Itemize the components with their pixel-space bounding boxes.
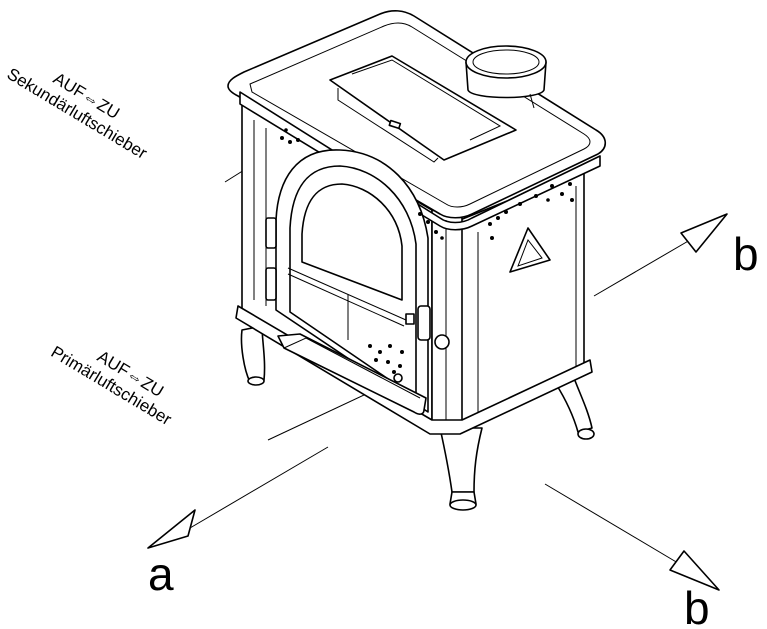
- direction-a-label: a: [148, 548, 174, 600]
- triangle-logo-icon: [509, 227, 551, 273]
- arrow-b-bottom: [544, 483, 720, 591]
- stove-legs: [240, 325, 595, 511]
- direction-b-right-label: b: [733, 228, 759, 280]
- secondary-air-label: AUF⇔ZU Sekundärluftschieber: [4, 64, 151, 163]
- firebox-door: [265, 149, 450, 415]
- air-holes: [280, 128, 574, 383]
- direction-b-bottom-label: b: [684, 582, 710, 629]
- arrow-a: [147, 446, 329, 549]
- stove-top-plate: [227, 10, 607, 231]
- flue-collar: [465, 45, 547, 109]
- arrow-b-right: [593, 213, 728, 297]
- primary-air-label: AUF⇔ZU Primärluftschieber: [48, 342, 175, 429]
